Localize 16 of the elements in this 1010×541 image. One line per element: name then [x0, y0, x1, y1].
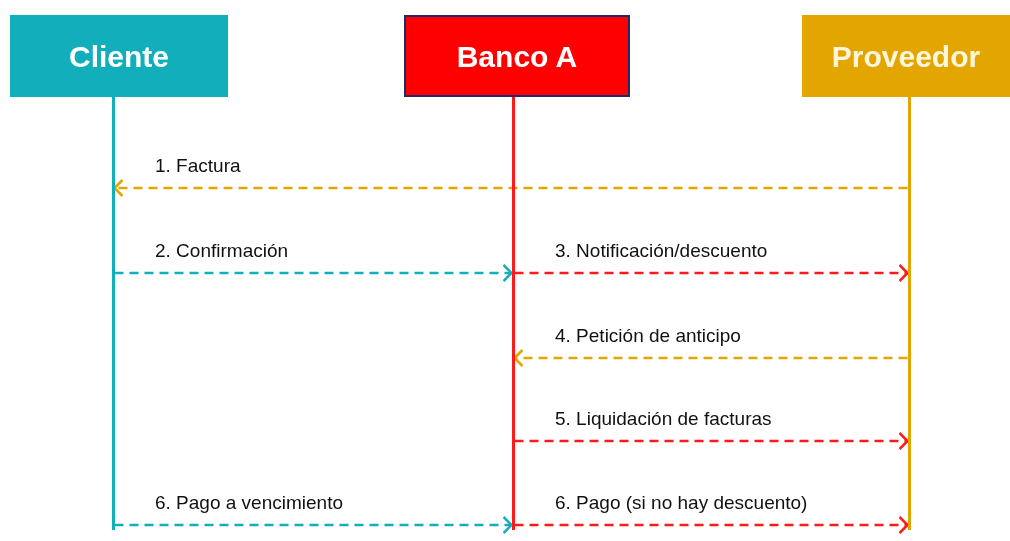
arrow	[514, 431, 909, 451]
lifeline	[111, 97, 115, 530]
arrow	[514, 515, 909, 535]
arrow	[113, 178, 908, 198]
arrow	[114, 263, 513, 283]
arrow	[114, 515, 513, 535]
participant-name: Banco A	[456, 38, 578, 75]
participant-name: Proveedor	[831, 38, 981, 75]
lifeline	[511, 97, 515, 530]
participant-box	[404, 15, 630, 97]
lifeline	[907, 97, 911, 530]
arrow	[514, 263, 909, 283]
arrow	[513, 348, 908, 368]
participant-box	[10, 15, 228, 97]
participant-box	[802, 15, 1010, 97]
participant-name: Cliente	[69, 38, 169, 75]
